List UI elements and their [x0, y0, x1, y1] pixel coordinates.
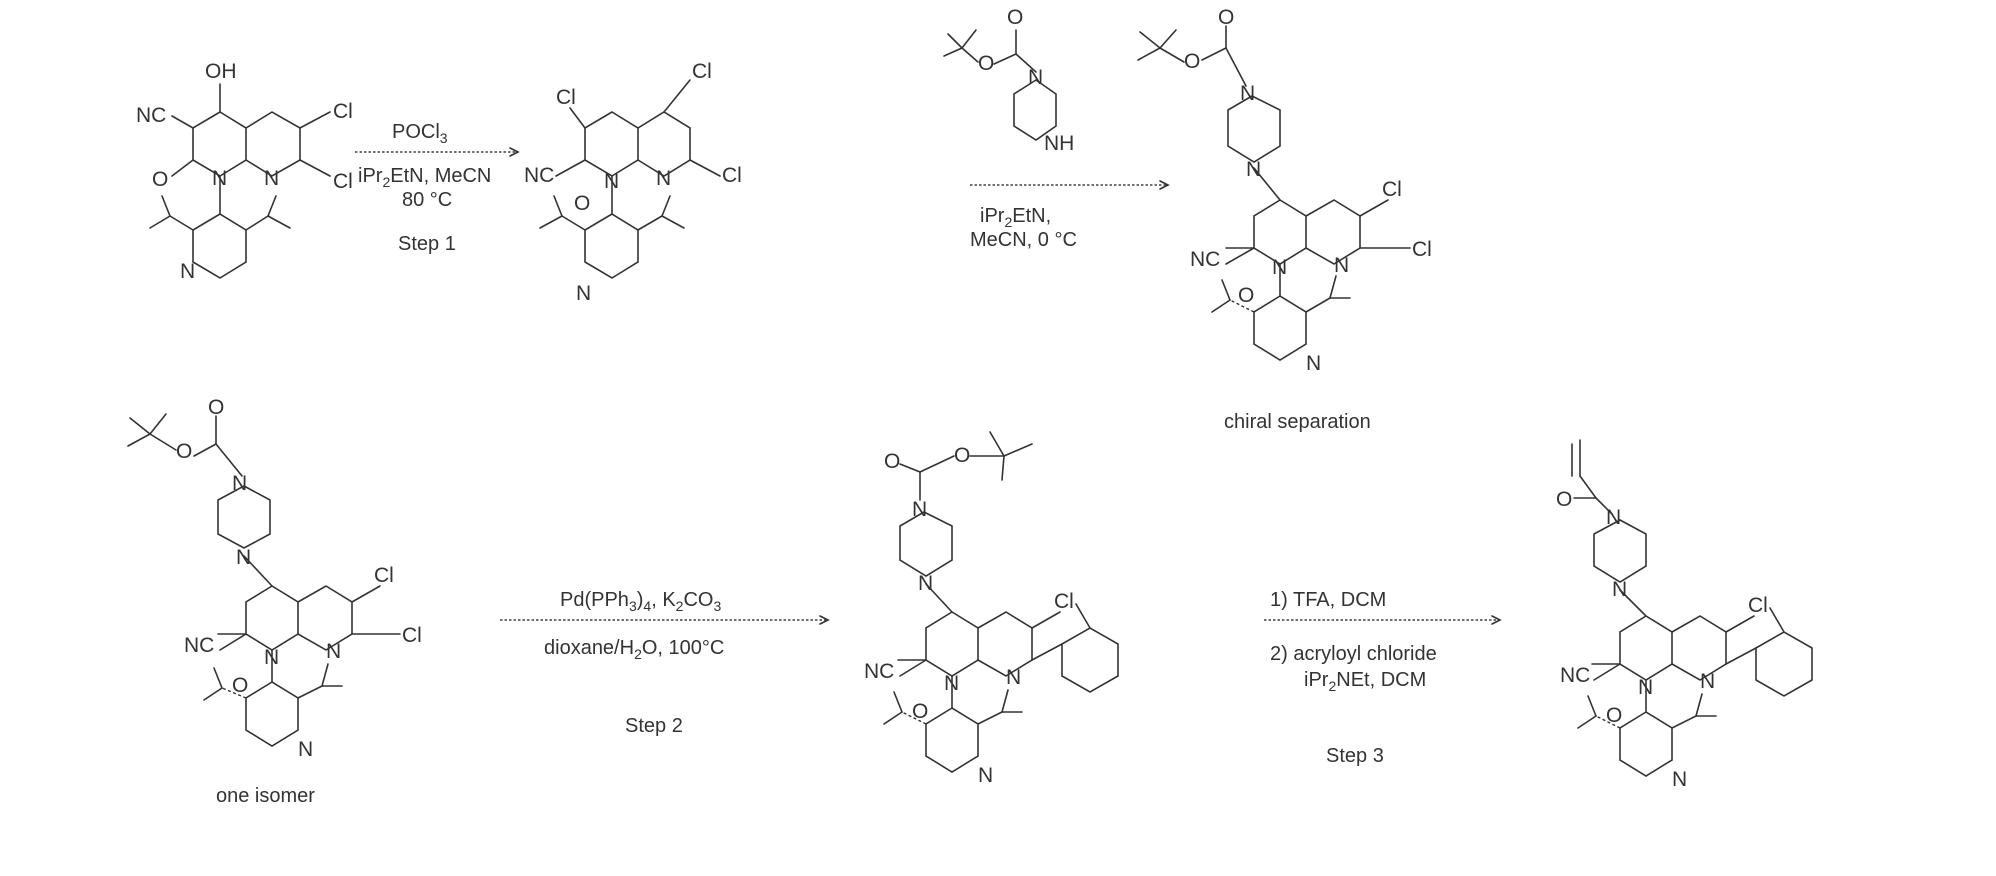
- atom-n: N: [232, 472, 247, 495]
- atom-cl: Cl: [333, 170, 353, 193]
- step2-label: Step 2: [625, 715, 683, 737]
- atom-oh: OH: [205, 60, 237, 83]
- atom-n: N: [1006, 666, 1021, 689]
- atom-o: O: [1007, 6, 1023, 29]
- step1-reagent: POCl3: [392, 121, 448, 146]
- atom-n: N: [604, 170, 619, 193]
- atom-o: O: [232, 674, 248, 697]
- boc-piperazine-reagent: O O N NH: [944, 6, 1074, 155]
- atom-cl: Cl: [692, 60, 712, 83]
- step1-arrow-group: POCl3 iPr2EtN, MeCN 80 °C Step 1: [355, 121, 518, 255]
- atom-n: N: [264, 646, 279, 669]
- molecule-one-isomer: O O N N Cl Cl NC N O N N: [128, 396, 422, 761]
- step2-arrow-group: Pd(PPh3)4, K2CO3 dioxane/H2O, 100°C Step…: [500, 589, 828, 737]
- atom-cl: Cl: [1412, 238, 1432, 261]
- atom-n: N: [1334, 254, 1349, 277]
- molecule-starting-material: OH NC Cl Cl O N N N: [136, 60, 353, 283]
- atom-n: N: [298, 738, 313, 761]
- one-isomer-label: one isomer: [216, 785, 315, 807]
- molecule-final-product: O N N Cl NC N O N N: [1556, 440, 1812, 791]
- step3-arrow-group: 1) TFA, DCM 2) acryloyl chloride iPr2NEt…: [1264, 589, 1500, 767]
- atom-nc: NC: [1190, 248, 1220, 271]
- atom-n: N: [264, 167, 279, 190]
- atom-n: N: [1638, 676, 1653, 699]
- atom-n: N: [978, 764, 993, 787]
- boc-coupling-arrow-group: iPr2EtN, MeCN, 0 °C: [970, 181, 1168, 251]
- step3-label: Step 3: [1326, 745, 1384, 767]
- step3-condition-1: 1) TFA, DCM: [1270, 589, 1386, 611]
- atom-nc: NC: [136, 104, 166, 127]
- molecule-boc-adduct: O O N N Cl Cl NC N O N N: [1138, 6, 1432, 375]
- atom-o: O: [574, 192, 590, 215]
- atom-n: N: [656, 167, 671, 190]
- molecule-aryl-intermediate: O O N N Cl NC N O N N: [864, 432, 1118, 787]
- step2-condition-2: dioxane/H2O, 100°C: [544, 637, 724, 662]
- atom-nc: NC: [1560, 664, 1590, 687]
- atom-n: N: [236, 546, 251, 569]
- step3-condition-3: iPr2NEt, DCM: [1304, 669, 1426, 694]
- chiral-separation-label: chiral separation: [1224, 411, 1371, 433]
- atom-cl: Cl: [333, 100, 353, 123]
- atom-n: N: [1246, 158, 1261, 181]
- atom-nc: NC: [864, 660, 894, 683]
- atom-o: O: [1556, 488, 1572, 511]
- atom-o: O: [152, 168, 168, 191]
- atom-o: O: [954, 444, 970, 467]
- atom-nh: NH: [1044, 132, 1074, 155]
- atom-n: N: [912, 498, 927, 521]
- atom-n: N: [1672, 768, 1687, 791]
- atom-o: O: [1238, 284, 1254, 307]
- atom-o: O: [884, 450, 900, 473]
- atom-o: O: [978, 52, 994, 75]
- step2-condition-1: Pd(PPh3)4, K2CO3: [560, 589, 721, 614]
- atom-cl: Cl: [1054, 590, 1074, 613]
- atom-o: O: [912, 700, 928, 723]
- atom-n: N: [180, 260, 195, 283]
- boc-coupling-condition-1: iPr2EtN,: [980, 205, 1051, 230]
- atom-o: O: [176, 440, 192, 463]
- atom-n: N: [212, 167, 227, 190]
- atom-n: N: [1272, 256, 1287, 279]
- atom-nc: NC: [524, 164, 554, 187]
- step1-temperature: 80 °C: [402, 189, 452, 211]
- boc-coupling-condition-2: MeCN, 0 °C: [970, 229, 1077, 251]
- atom-n: N: [1612, 578, 1627, 601]
- atom-n: N: [576, 282, 591, 305]
- atom-o: O: [1606, 704, 1622, 727]
- atom-cl: Cl: [402, 624, 422, 647]
- atom-nc: NC: [184, 634, 214, 657]
- atom-n: N: [326, 640, 341, 663]
- atom-o: O: [1218, 6, 1234, 29]
- atom-n: N: [1606, 506, 1621, 529]
- atom-n: N: [944, 672, 959, 695]
- atom-n: N: [1306, 352, 1321, 375]
- atom-cl: Cl: [374, 564, 394, 587]
- atom-n: N: [1240, 82, 1255, 105]
- atom-o: O: [1184, 50, 1200, 73]
- atom-n: N: [1028, 66, 1043, 89]
- atom-n: N: [1700, 670, 1715, 693]
- atom-cl: Cl: [1382, 178, 1402, 201]
- atom-cl: Cl: [556, 86, 576, 109]
- atom-o: O: [208, 396, 224, 419]
- step1-label: Step 1: [398, 233, 456, 255]
- atom-cl: Cl: [1748, 594, 1768, 617]
- molecule-trichloride: Cl Cl Cl NC O N N N: [524, 60, 742, 305]
- step1-conditions: iPr2EtN, MeCN: [358, 165, 491, 190]
- atom-n: N: [918, 572, 933, 595]
- step3-condition-2: 2) acryloyl chloride: [1270, 643, 1437, 665]
- atom-cl: Cl: [722, 164, 742, 187]
